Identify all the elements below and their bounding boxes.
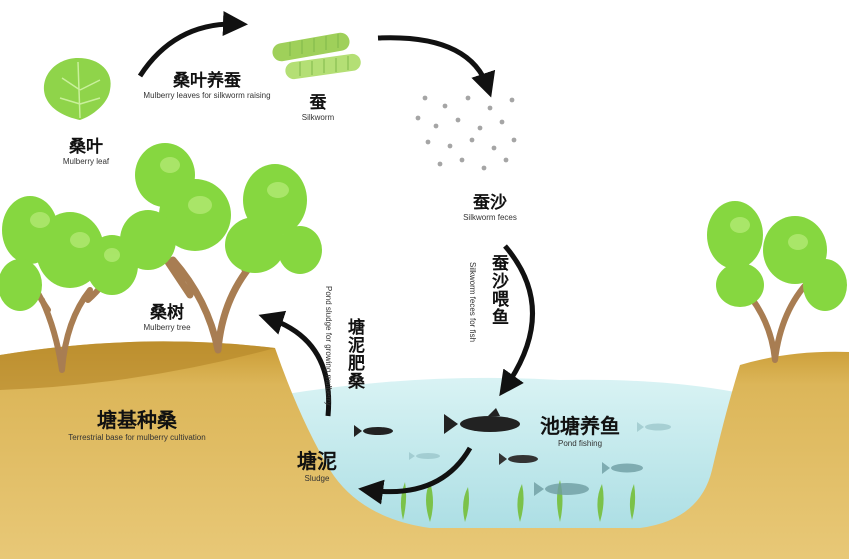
mulberry-leaf-illustration <box>43 58 111 120</box>
label-pond-fishing-zh: 池塘养鱼 <box>540 414 620 438</box>
fish <box>637 422 671 432</box>
label-mulberry-leaf-en: Mulberry leaf <box>62 157 110 166</box>
mulberry-tree-left <box>0 196 138 373</box>
label-feces-feed-fish-en: Silkworm feces for fish <box>468 262 477 343</box>
label-sludge: 塘泥 Sludge <box>282 445 352 483</box>
label-leaf-to-silkworm-zh: 桑叶养蚕 <box>173 71 241 91</box>
label-terrestrial-base-en: Terrestrial base for mulberry cultivatio… <box>68 433 206 442</box>
arrow-leaf-to-silkworm <box>137 11 248 78</box>
label-silkworm: 蚕 Silkworm <box>278 88 358 122</box>
label-terrestrial-base: 塘基种桑 Terrestrial base for mulberry culti… <box>42 404 232 442</box>
label-mulberry-tree-zh: 桑树 <box>150 303 184 323</box>
label-pond-fishing-en: Pond fishing <box>557 439 603 448</box>
label-silkworm-feces: 蚕沙 Silkworm feces <box>440 188 540 222</box>
label-mulberry-leaf: 桑叶 Mulberry leaf <box>36 132 136 166</box>
label-sludge-for-mulberry-en: Pond sludge for growing mulberry <box>324 286 333 406</box>
label-mulberry-tree-en: Mulberry tree <box>143 323 191 332</box>
fish <box>534 482 589 496</box>
label-leaf-to-silkworm-en: Mulberry leaves for silkworm raising <box>143 91 271 100</box>
fish <box>602 462 643 474</box>
label-silkworm-feces-en: Silkworm feces <box>463 213 517 222</box>
label-pond-fishing: 池塘养鱼 Pond fishing <box>520 410 640 448</box>
pond-bank-soil <box>0 341 849 559</box>
label-leaf-to-silkworm: 桑叶养蚕 Mulberry leaves for silkworm raisin… <box>112 66 302 100</box>
label-sludge-en: Sludge <box>304 474 330 483</box>
label-silkworm-feces-zh: 蚕沙 <box>473 193 507 213</box>
bank-top-rim <box>0 341 275 390</box>
label-mulberry-tree: 桑树 Mulberry tree <box>112 298 222 332</box>
label-sludge-for-mulberry-zh: 塘泥肥桑 <box>344 318 364 390</box>
fish <box>499 453 538 465</box>
label-silkworm-en: Silkworm <box>301 113 335 122</box>
label-silkworm-zh: 蚕 <box>309 93 327 113</box>
label-sludge-zh: 塘泥 <box>297 449 337 473</box>
pond-water <box>280 377 735 540</box>
label-terrestrial-base-zh: 塘基种桑 <box>97 408 177 432</box>
fish <box>409 452 440 460</box>
arrow-silkworm-to-feces <box>377 35 496 98</box>
silkworm-feces-dots <box>415 95 517 171</box>
arrow-sludge-to-tree <box>258 310 332 417</box>
label-mulberry-leaf-zh: 桑叶 <box>69 137 103 157</box>
mulberry-tree-right <box>707 201 847 363</box>
fish <box>354 425 393 437</box>
fish <box>444 408 520 434</box>
arrow-pond-to-sludge <box>358 446 473 505</box>
fish-group <box>354 408 671 496</box>
arrow-feces-to-pond <box>499 244 535 397</box>
mulberry-tree-main <box>120 143 322 354</box>
label-feces-feed-fish-zh: 蚕沙喂鱼 <box>488 254 508 326</box>
silkworm-illustration <box>272 32 361 80</box>
